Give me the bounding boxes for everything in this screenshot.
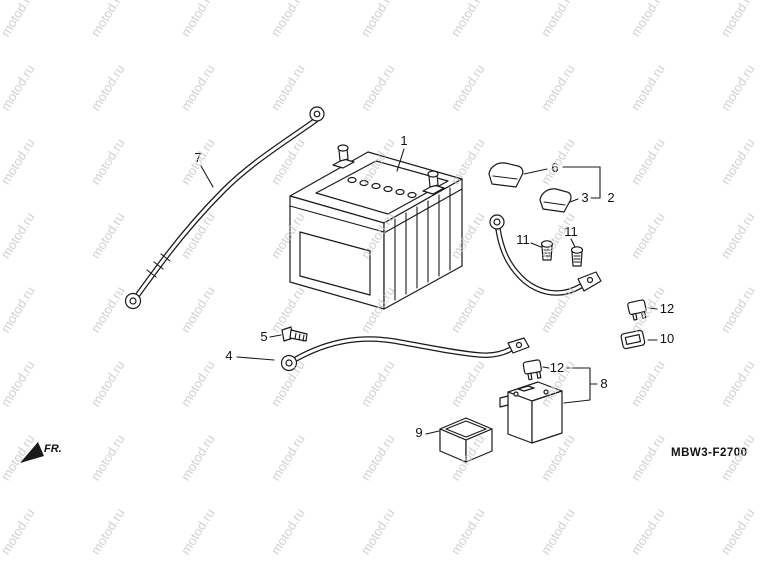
front-indicator: FR. [20, 442, 62, 463]
part-label-12b: 12 [550, 360, 564, 375]
bolt-a-illustration [540, 240, 554, 261]
battery-terminal-left [332, 144, 355, 169]
part-label-6: 6 [551, 160, 558, 175]
relay-holder-illustration [439, 417, 493, 463]
part-label-4: 4 [225, 348, 232, 363]
part-label-11b: 11 [564, 224, 578, 239]
part-label-7: 7 [194, 150, 201, 165]
part-number-labels: 1 7 6 3 2 11 11 5 4 12 10 12 8 9 [194, 133, 674, 440]
front-arrow-icon [20, 442, 44, 463]
battery-cap-strip [315, 160, 449, 215]
battery-ribs [394, 187, 451, 301]
part-label-11a: 11 [516, 232, 530, 247]
battery-terminal-right [422, 170, 445, 195]
battery-illustration [289, 144, 463, 310]
fuse-a-illustration [627, 299, 647, 321]
ground-cable-illustration [124, 106, 325, 310]
part-label-1: 1 [400, 133, 407, 148]
main-fuse-illustration [620, 329, 646, 350]
part-label-8: 8 [600, 376, 607, 391]
leader-lines [200, 148, 658, 435]
starter-relay-illustration [499, 381, 563, 444]
part-label-10: 10 [660, 331, 674, 346]
bolt-b-illustration [570, 246, 584, 267]
terminal-cover-large-illustration [539, 188, 572, 213]
terminal-cover-small-illustration [488, 162, 524, 188]
battery-label-area [299, 231, 371, 296]
diagram-code: MBW3-F2700 [671, 447, 748, 459]
battery-filler-caps [347, 176, 417, 199]
part-label-2: 2 [607, 190, 614, 205]
starter-cable-illustration [489, 214, 602, 296]
front-indicator-label: FR. [44, 443, 62, 455]
part-label-9: 9 [415, 425, 422, 440]
terminal-bolt-illustration [281, 326, 308, 342]
fuse-b-illustration [522, 359, 542, 381]
battery-cable-illustration [280, 336, 530, 372]
battery-right-face [383, 178, 463, 310]
part-label-12a: 12 [660, 301, 674, 316]
part-label-3: 3 [581, 190, 588, 205]
part-label-5: 5 [260, 329, 267, 344]
cable-boot-ribs [146, 253, 171, 278]
